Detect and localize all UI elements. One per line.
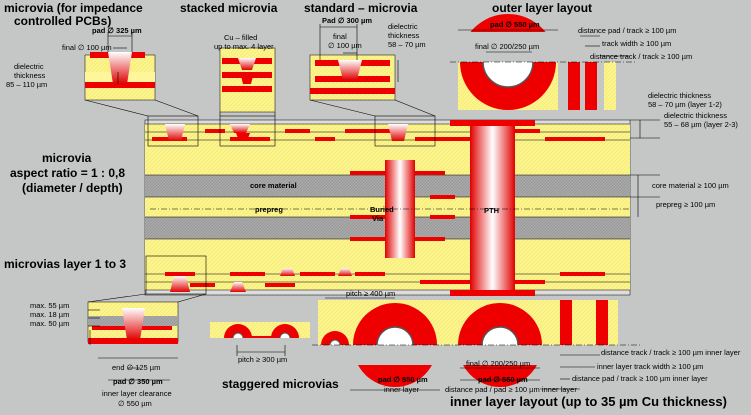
label-cu-filled-2: up to max. 4 layer bbox=[214, 42, 274, 51]
label-final100: final ∅ 100 µm bbox=[62, 43, 112, 52]
detail-standard-microvia bbox=[309, 54, 396, 101]
title-layer-1-3: microvias layer 1 to 3 bbox=[4, 257, 126, 271]
label-clearance-2: ∅ 550 µm bbox=[118, 399, 152, 408]
label-final200-bottom: final ∅ 200/250 µm bbox=[466, 359, 530, 368]
label-dist-track-inner: distance track / track ≥ 100 µm inner la… bbox=[601, 348, 741, 357]
label-pad300: Pad ∅ 300 µm bbox=[322, 16, 372, 25]
label-pitch300: pitch ≥ 300 µm bbox=[238, 355, 287, 364]
label-inner-layer: inner layer bbox=[384, 385, 420, 394]
label-buried-2: Via bbox=[372, 214, 384, 223]
label-pad550-inner: pad ∅ 550 µm bbox=[378, 375, 428, 384]
label-final200-top: final ∅ 200/250 µm bbox=[475, 42, 539, 51]
label-dielectric-2: thickness bbox=[14, 71, 46, 80]
label-right-diel-3: dielectric thickness bbox=[664, 111, 727, 120]
label-buried-1: Buried bbox=[370, 205, 394, 214]
label-pad550-top: pad ∅ 550 µm bbox=[490, 20, 540, 29]
label-right-diel-2: 58 – 70 µm (layer 1-2) bbox=[648, 100, 722, 109]
label-pad325: pad ∅ 325 µm bbox=[92, 26, 142, 35]
title-staggered: staggered microvias bbox=[222, 377, 339, 391]
label-pad350: pad ∅ 350 µm bbox=[113, 377, 163, 386]
label-max50: max. 50 µm bbox=[30, 319, 69, 328]
inner-layer-layout bbox=[312, 300, 622, 387]
label-dist-track-track: distance track / track ≥ 100 µm bbox=[590, 52, 692, 61]
labels: microvia (for impedance controlled PCBs)… bbox=[4, 1, 741, 409]
zoom-lines bbox=[84, 99, 436, 303]
label-dist-pad-track: distance pad / track ≥ 100 µm bbox=[578, 26, 677, 35]
label-dielectric-3: 85 – 110 µm bbox=[6, 80, 47, 89]
label-dielectric-1: dielectric bbox=[14, 62, 44, 71]
dimension-lines bbox=[88, 24, 660, 391]
label-inner-track-width: inner layer track width ≥ 100 µm bbox=[597, 362, 703, 371]
staggered-microvias bbox=[205, 322, 315, 352]
title-standard: standard – microvia bbox=[304, 1, 418, 15]
detail-stacked-microvia bbox=[219, 47, 276, 113]
label-final-2: ∅ 100 µm bbox=[328, 41, 362, 50]
label-final-1: final bbox=[333, 32, 347, 41]
title-aspect: microvia bbox=[42, 151, 92, 165]
label-pitch400: pitch ≥ 400 µm bbox=[346, 289, 395, 298]
label-std-diel-2: thickness bbox=[388, 31, 420, 40]
label-clearance-1: inner layer clearance bbox=[102, 389, 172, 398]
label-pad550-bottom: pad ∅ 550 µm bbox=[478, 375, 528, 384]
label-core-material: core material bbox=[250, 181, 297, 190]
label-pth: PTH bbox=[484, 206, 499, 215]
outer-layer-layout bbox=[452, 14, 616, 110]
title-microvia-impedance: microvia (for impedance bbox=[4, 1, 143, 15]
title-aspect-3: (diameter / depth) bbox=[22, 181, 123, 195]
title-aspect-2: aspect ratio = 1 : 0,8 bbox=[10, 166, 125, 180]
microvias-top bbox=[165, 124, 408, 141]
label-std-diel-1: dielectric bbox=[388, 22, 418, 31]
label-prepreg-right: prepreg ≥ 100 µm bbox=[656, 200, 715, 209]
label-track-width: track width ≥ 100 µm bbox=[602, 39, 671, 48]
label-cu-filled-1: Cu – filled bbox=[224, 33, 257, 42]
label-right-diel-4: 55 – 68 µm (layer 2-3) bbox=[664, 120, 738, 129]
title-stacked: stacked microvia bbox=[180, 1, 278, 15]
title-microvia-impedance-2: controlled PCBs) bbox=[14, 14, 111, 28]
pth-via bbox=[470, 120, 515, 295]
label-std-diel-3: 58 – 70 µm bbox=[388, 40, 426, 49]
detail-layer-1-3 bbox=[87, 301, 179, 344]
label-prepreg: prepreg bbox=[255, 205, 283, 214]
label-core-right: core material ≥ 100 µm bbox=[652, 181, 729, 190]
label-max55: max. 55 µm bbox=[30, 301, 69, 310]
label-dist-pad-pad-inner: distance pad / pad ≥ 100 µm inner layer bbox=[445, 385, 577, 394]
label-dist-pad-track-inner: distance pad / track ≥ 100 µm inner laye… bbox=[572, 374, 708, 383]
title-outer-layout: outer layer layout bbox=[492, 1, 592, 15]
label-end125: end ∅ 125 µm bbox=[112, 363, 160, 372]
detail-microvia-impedance bbox=[84, 52, 156, 101]
title-inner-layout: inner layer layout (up to 35 µm Cu thick… bbox=[450, 394, 727, 409]
label-right-diel-1: dielectric thickness bbox=[648, 91, 711, 100]
label-max18: max. 18 µm bbox=[30, 310, 69, 319]
microvias-bottom bbox=[170, 268, 352, 292]
